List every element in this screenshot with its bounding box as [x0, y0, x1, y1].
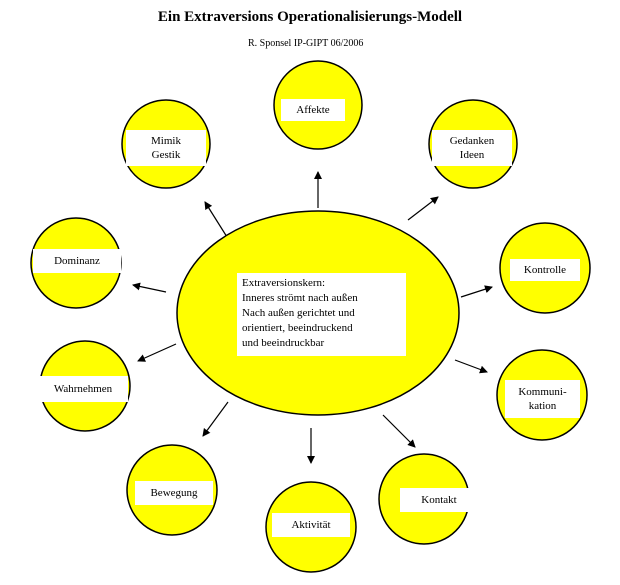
- node-label-aktivitaet: Aktivität: [272, 513, 350, 537]
- arrow-to-dominanz: [132, 282, 167, 293]
- node-label-wahrnehmen: Wahrnehmen: [38, 376, 128, 402]
- core-label-line: orientiert, beeindruckend: [242, 322, 353, 334]
- arrow-to-kontrolle: [460, 285, 493, 298]
- node-label-bewegung: Bewegung: [135, 481, 213, 505]
- node-label-gedanken-ideen: Gedanken Ideen: [432, 130, 512, 166]
- diagram-title: Ein Extraversions Operationalisierungs-M…: [157, 9, 463, 25]
- arrow-to-wahrnehmen: [137, 343, 177, 362]
- core-label-line: und beeindruckbar: [242, 337, 325, 349]
- node-label-mimik-gestik: Mimik Gestik: [126, 130, 206, 166]
- node-label-kontakt: Kontakt: [400, 488, 478, 512]
- node-label-kommunikation: Kommuni- kation: [505, 380, 580, 418]
- arrow-to-gedanken-ideen: [407, 196, 439, 221]
- core-label: Extraversionskern: Inneres strömt nach a…: [237, 273, 406, 356]
- core-label-line: Nach außen gerichtet und: [242, 307, 355, 319]
- node-label-affekte: Affekte: [281, 99, 345, 121]
- arrow-to-mimik-gestik: [204, 201, 228, 238]
- core-label-line: Extraversionskern:: [242, 277, 326, 289]
- node-label-kontrolle: Kontrolle: [510, 259, 580, 281]
- arrow-to-bewegung: [202, 401, 229, 437]
- arrow-layer: [132, 171, 493, 464]
- arrow-to-kontakt: [382, 414, 416, 448]
- arrow-to-kommunikation: [454, 359, 488, 374]
- core-label-line: Inneres strömt nach außen: [242, 292, 358, 304]
- node-label-dominanz: Dominanz: [33, 249, 121, 273]
- diagram-subtitle: R. Sponsel IP-GIPT 06/2006: [248, 38, 364, 49]
